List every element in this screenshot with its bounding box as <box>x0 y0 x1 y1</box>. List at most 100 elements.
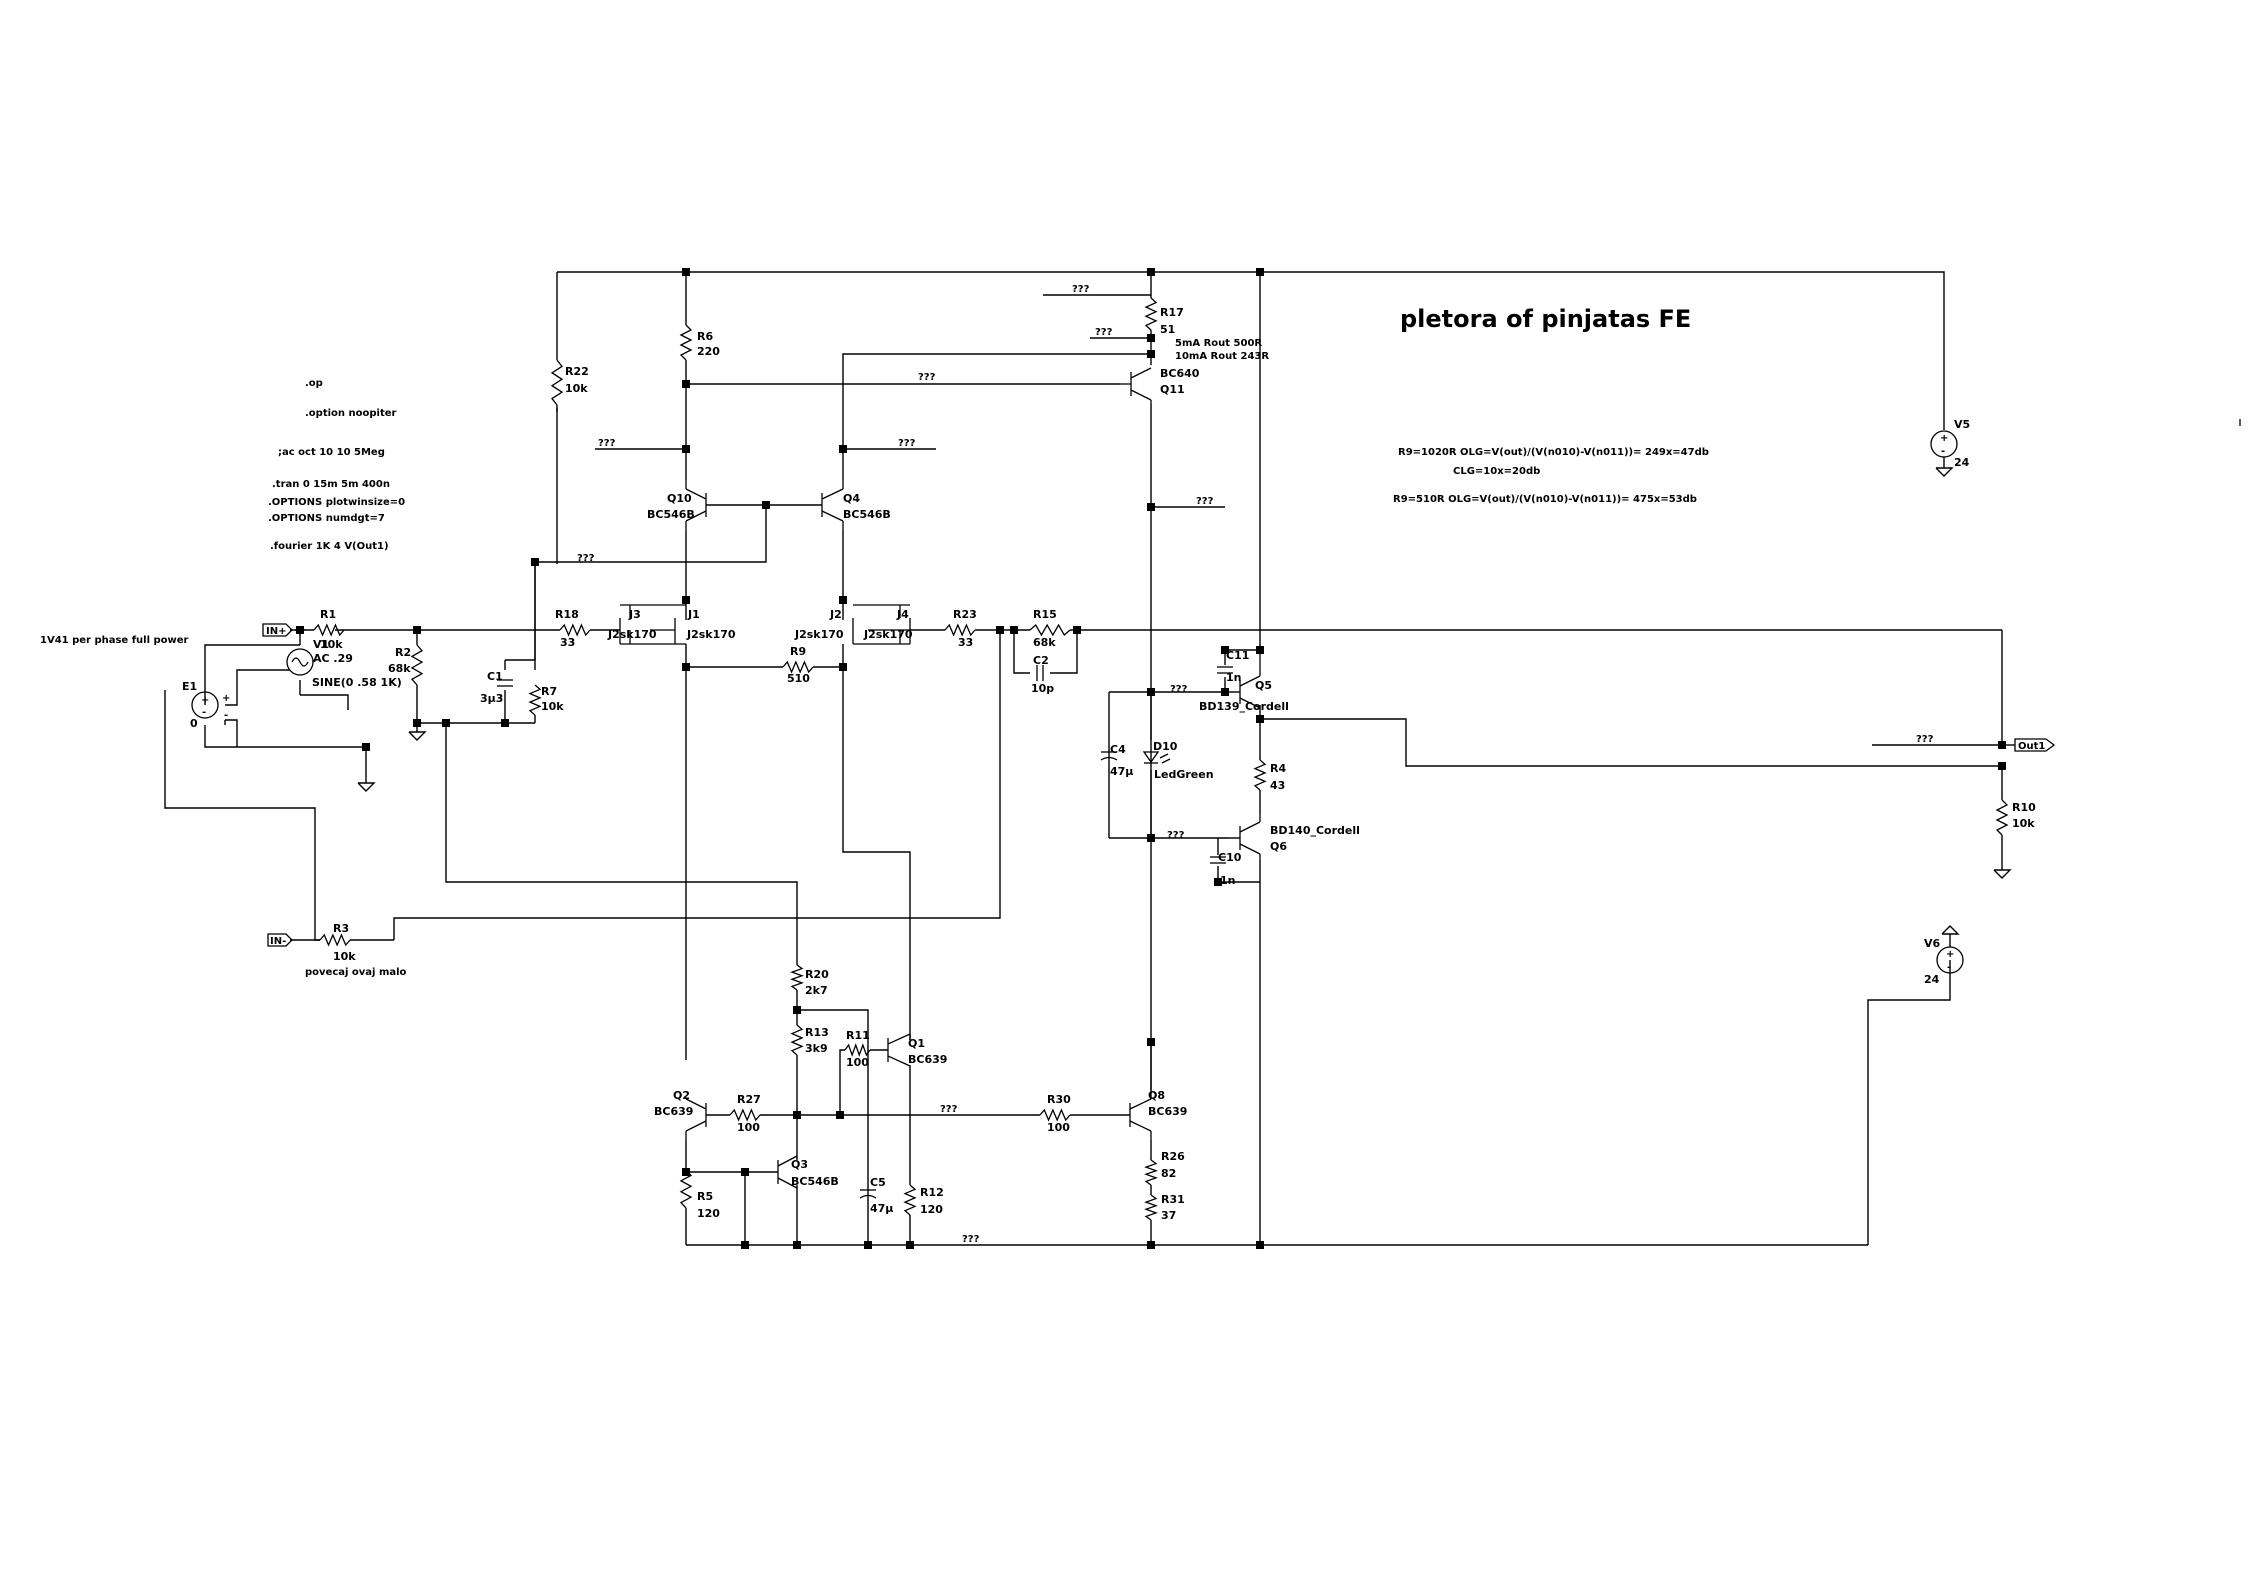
r11-value: 100 <box>846 1056 869 1069</box>
wire-junction <box>413 626 421 634</box>
wire-junction <box>1256 715 1264 723</box>
net-label-5: ??? <box>898 438 916 449</box>
j3-model: J2sk170 <box>607 628 657 641</box>
v1-name: V1 <box>313 638 329 651</box>
c11-capacitor <box>1217 666 1233 674</box>
svg-text:-: - <box>1947 962 1951 973</box>
r9-resistor <box>782 660 814 674</box>
c1-name: C1 <box>487 670 503 683</box>
wire-junction <box>1147 503 1155 511</box>
q2-model: BC639 <box>654 1105 693 1118</box>
r2-value: 68k <box>388 662 411 675</box>
net-label-8: ??? <box>1170 684 1188 695</box>
q5-name: Q5 <box>1255 679 1272 692</box>
r1-resistor <box>313 623 345 637</box>
wire-junction <box>1221 646 1229 654</box>
r10-resistor <box>1995 799 2009 836</box>
svg-text:+: + <box>1940 433 1948 444</box>
r30-name: R30 <box>1047 1093 1071 1106</box>
directive-op: .op <box>305 378 323 389</box>
svg-text:-: - <box>224 710 228 721</box>
wire-junction <box>1147 688 1155 696</box>
r18-name: R18 <box>555 608 579 621</box>
r12-resistor <box>903 1184 917 1216</box>
wire-junction <box>682 596 690 604</box>
c4-value: 47µ <box>1110 765 1133 778</box>
r3-value: 10k <box>333 950 356 963</box>
wire-junction <box>682 268 690 276</box>
wire-junction <box>682 663 690 671</box>
directive-ac: ;ac oct 10 10 5Meg <box>278 447 385 458</box>
r6-value: 220 <box>697 345 720 358</box>
d10-name: D10 <box>1153 740 1178 753</box>
wire-junction <box>1998 762 2006 770</box>
q2-transistor <box>685 1098 707 1140</box>
q8-name: Q8 <box>1148 1089 1165 1102</box>
net-label-10: ??? <box>1916 734 1934 745</box>
r20-value: 2k7 <box>805 984 828 997</box>
r5-name: R5 <box>697 1190 713 1203</box>
wire-junction <box>442 719 450 727</box>
r26-value: 82 <box>1161 1167 1176 1180</box>
wire-junction <box>793 1111 801 1119</box>
c10-capacitor <box>1210 856 1226 864</box>
r1-name: R1 <box>320 608 336 621</box>
note-power: 1V41 per phase full power <box>40 635 189 646</box>
c1-value: 3µ3 <box>480 692 503 705</box>
wire-junction <box>906 1241 914 1249</box>
svg-text:+: + <box>1946 949 1954 960</box>
r22-value: 10k <box>565 382 588 395</box>
q10-model: BC546B <box>647 508 695 521</box>
wire-junction <box>839 663 847 671</box>
wire-junction <box>839 445 847 453</box>
c2-capacitor <box>1036 665 1044 681</box>
net-label-2: ??? <box>1095 327 1113 338</box>
wire-junction <box>762 501 770 509</box>
wire-junction <box>1221 688 1229 696</box>
e1-source: + - + - <box>191 691 230 721</box>
wire-junction <box>682 445 690 453</box>
q1-model: BC639 <box>908 1053 947 1066</box>
spice-directives: .op .option noopiter ;ac oct 10 10 5Meg … <box>268 378 405 552</box>
q11-transistor <box>1120 367 1152 404</box>
j4-jfet <box>868 605 911 644</box>
unknown-net-labels: ??? ??? ??? ??? ??? ??? ??? ??? ??? ??? … <box>577 284 1934 1245</box>
resistor-labels: R1 10k R2 68k R3 10k R4 43 R5 120 R6 220… <box>320 306 2036 1222</box>
wire-junction <box>1256 1241 1264 1249</box>
q10-name: Q10 <box>667 492 692 505</box>
j4-model: J2sk170 <box>863 628 913 641</box>
q8-model: BC639 <box>1148 1105 1187 1118</box>
v6-source: + - <box>1936 925 1964 974</box>
q10-transistor <box>685 480 707 530</box>
note-r3: povecaj ovaj malo <box>305 967 407 978</box>
transistor-labels: Q10 BC546B Q4 BC546B BC640 Q11 Q5 BD139_… <box>647 367 1360 1188</box>
net-label-3: ??? <box>918 372 936 383</box>
r11-resistor <box>844 1043 871 1057</box>
r17-resistor <box>1144 297 1158 331</box>
resistor-symbols <box>313 297 2009 1221</box>
r18-value: 33 <box>560 636 575 649</box>
r9-value: 510 <box>787 672 810 685</box>
j3-name: J3 <box>628 608 641 621</box>
wire-junction <box>864 1241 872 1249</box>
r22-resistor <box>550 359 564 406</box>
v1-ac: AC .29 <box>313 652 353 665</box>
directive-fourier: .fourier 1K 4 V(Out1) <box>270 541 389 552</box>
j4-name: J4 <box>896 608 909 621</box>
r23-name: R23 <box>953 608 977 621</box>
junctions <box>296 268 2006 1249</box>
r7-resistor <box>528 684 542 716</box>
wire-junction <box>531 558 539 566</box>
wire-junction <box>793 1006 801 1014</box>
r6-resistor <box>679 324 693 361</box>
wire-junction <box>1147 834 1155 842</box>
r4-resistor <box>1253 759 1267 791</box>
r7-value: 10k <box>541 700 564 713</box>
q11-name: Q11 <box>1160 383 1185 396</box>
r12-name: R12 <box>920 1186 944 1199</box>
r26-resistor <box>1144 1159 1158 1186</box>
j2-name: J2 <box>829 608 842 621</box>
r13-value: 3k9 <box>805 1042 828 1055</box>
note-r17-10ma: 10mA Rout 243R <box>1175 351 1269 362</box>
